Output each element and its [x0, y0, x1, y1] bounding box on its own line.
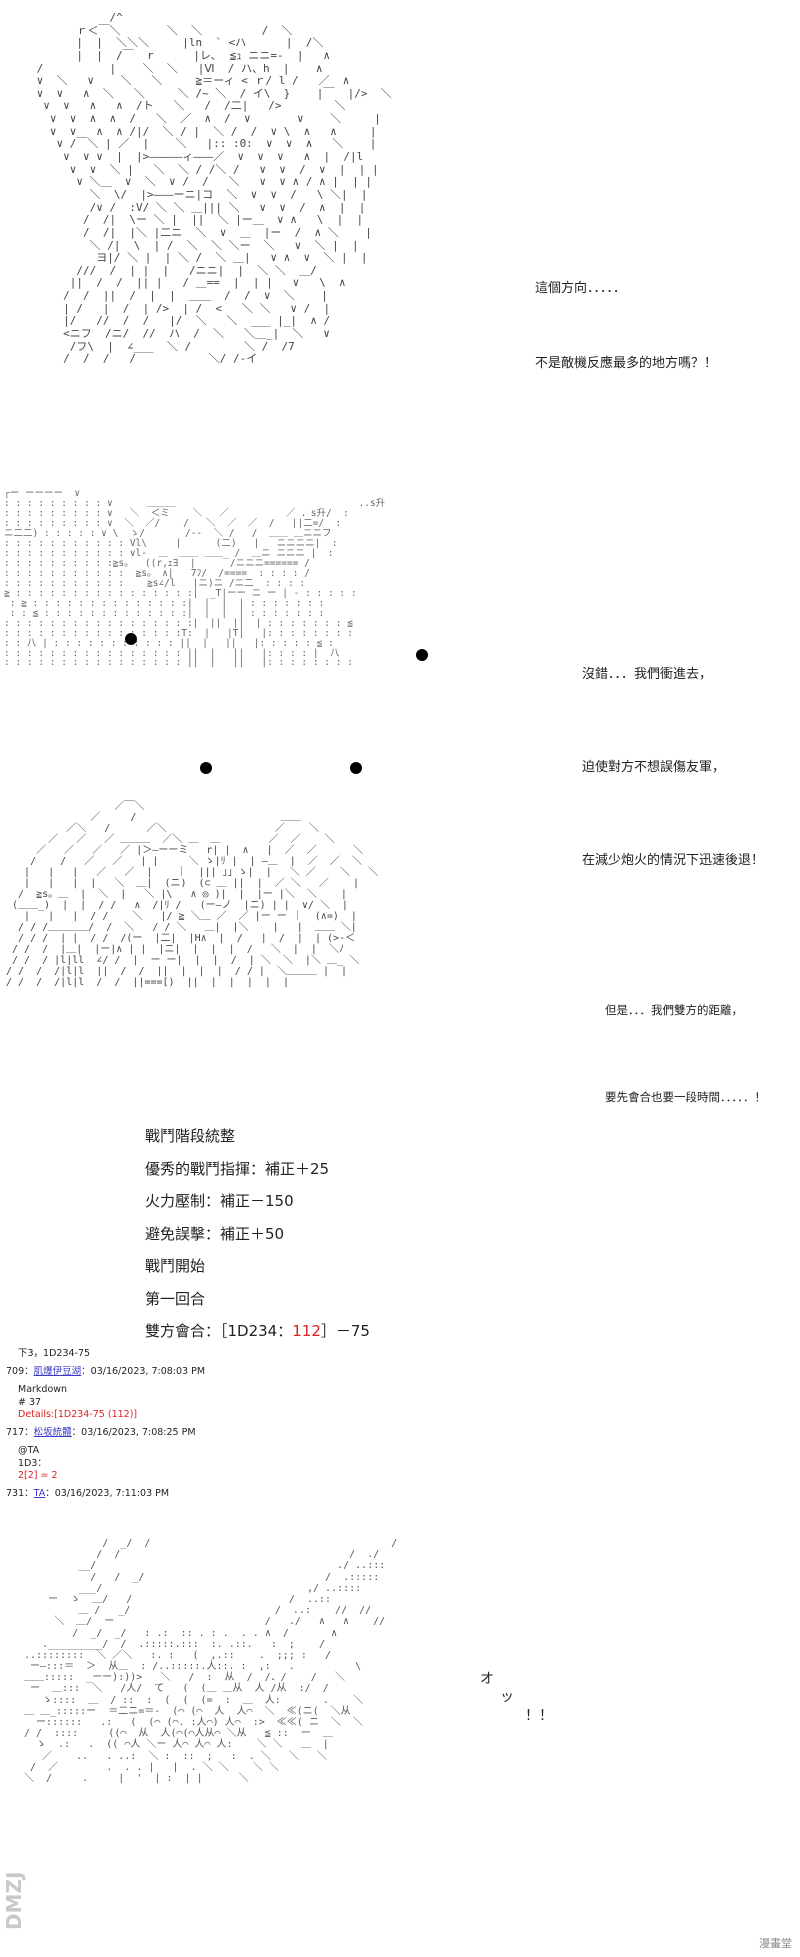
roll-prefix: 雙方會合：［1D234：: [145, 1322, 293, 1340]
post-709: 709：肌爆伊豆湖：03/16/2023, 7:08:03 PM Markdow…: [6, 1366, 205, 1422]
battle-line: 戰鬥開始: [145, 1257, 206, 1275]
black-dot: [350, 762, 362, 774]
post-text: Markdown: [18, 1384, 68, 1395]
thread-header: 下3，1D234-75: [18, 1348, 91, 1359]
post-717: 717：松坂統體：03/16/2023, 7:08:25 PM @TA 1D3：…: [6, 1427, 205, 1483]
battle-line: 避免誤擊：補正＋50: [145, 1224, 285, 1243]
panel-1-dialog: 這個方向．．．．． 不是敵機反應最多的地方嗎？！: [535, 226, 717, 426]
post-meta: 709：肌爆伊豆湖：03/16/2023, 7:08:03 PM: [6, 1366, 205, 1379]
panel-3-dialog: 但是．．．我們雙方的距離， 要先會合也要一段時間．．．．．！: [605, 938, 766, 1170]
battle-line: 第一回合: [145, 1289, 206, 1308]
roll-suffix: ］－75: [320, 1322, 370, 1340]
post-meta: 717：松坂統體：03/16/2023, 7:08:25 PM: [6, 1427, 205, 1440]
post-number: 731：: [6, 1487, 34, 1499]
post-number: 709：: [6, 1365, 34, 1377]
panel-3: ／￣＼ ／ / ＿＿ ／＼ / ／＼ ／ ＼ ／ ／ ／ ＿＿＿ ／＼ ＿ ＿ …: [0, 795, 800, 1110]
ascii-art-explosion: / _/ / / / / / ./ __/ ./ ..::: / / _/: [24, 1538, 398, 1784]
post-timestamp: ：03/16/2023, 7:11:03 PM: [45, 1487, 170, 1499]
ascii-art-mecha-2: ┌ー ーーーー ∨ : : : : : : : : : ∨ ＿＿＿ ..s升 :…: [4, 488, 386, 669]
dialog-line: 但是．．．我們雙方的距離，: [605, 1003, 743, 1017]
sfx-tsu: ッ: [500, 1689, 514, 1705]
battle-title: 戰鬥階段統整: [145, 1127, 236, 1145]
post-731: 731：TA：03/16/2023, 7:11:03 PM: [6, 1488, 205, 1501]
post-timestamp: ：03/16/2023, 7:08:25 PM: [71, 1426, 196, 1438]
black-dot: [125, 633, 137, 645]
post-text: @TA: [18, 1445, 40, 1456]
post-number: 717：: [6, 1426, 34, 1438]
post-username[interactable]: TA: [33, 1487, 46, 1499]
dialog-line: 這個方向．．．．．: [535, 281, 627, 296]
battle-line: 優秀的戰鬥指揮：補正＋25: [145, 1159, 330, 1178]
watermark-logo: DMZJ: [2, 1871, 26, 1930]
panel-1: /^ ｒ＜￣＼ ＼ ＼ / ＼ | | ＼＼＼ |ln ` <ハ | /＼ | …: [0, 0, 800, 470]
dialog-line: 不是敵機反應最多的地方嗎？！: [535, 356, 718, 371]
post-text: # 37: [18, 1396, 42, 1408]
dialog-line: 迫使對方不想誤傷友軍，: [582, 760, 726, 775]
battle-summary: 戰鬥階段統整 優秀的戰鬥指揮：補正＋25 火力壓制：補正－150 避免誤擊：補正…: [145, 1120, 370, 1348]
dice-result: 2[2] = 2: [18, 1470, 58, 1481]
post-username[interactable]: 肌爆伊豆湖: [33, 1365, 82, 1377]
dice-details: Details:[1D234-75 (112)]: [18, 1409, 138, 1420]
dice-roll-line: 雙方會合：［1D234：112］－75: [145, 1315, 370, 1348]
battle-line: 火力壓制：補正－150: [145, 1192, 294, 1210]
dialog-line: 沒錯．．．我們衝進去，: [582, 667, 713, 682]
roll-value: 112: [292, 1322, 321, 1340]
forum-thread: 下3，1D234-75 709：肌爆伊豆湖：03/16/2023, 7:08:0…: [6, 1348, 205, 1500]
post-text: 1D3：: [18, 1457, 47, 1469]
post-meta: 731：TA：03/16/2023, 7:11:03 PM: [6, 1488, 205, 1501]
dialog-line: 要先會合也要一段時間．．．．．！: [605, 1090, 766, 1104]
watermark-site: 漫畫堂: [759, 1937, 792, 1950]
black-dot: [200, 762, 212, 774]
sfx-exclaim: ！！: [525, 1708, 553, 1724]
ascii-art-mecha-3: ／￣＼ ／ / ＿＿ ／＼ / ／＼ ／ ＼ ／ ／ ／ ＿＿＿ ／＼ ＿ ＿ …: [6, 801, 378, 988]
dialog-line: 在減少炮火的情況下迅速後退！: [582, 853, 765, 868]
black-dot: [416, 649, 428, 661]
panel-4: / _/ / / / / / ./ __/ ./ ..::: / / _/: [0, 1530, 800, 1957]
post-timestamp: ：03/16/2023, 7:08:03 PM: [81, 1365, 206, 1377]
panel-2: ┌ー ーーーー ∨ : : : : : : : : : ∨ ＿＿＿ ..s升 :…: [0, 485, 800, 868]
post-username[interactable]: 松坂統體: [33, 1426, 72, 1438]
sfx-o: オ: [480, 1671, 494, 1687]
ascii-art-mecha-1: /^ ｒ＜￣＼ ＼ ＼ / ＼ | | ＼＼＼ |ln ` <ハ | /＼ | …: [36, 11, 392, 366]
panel-2-dialog: 沒錯．．．我們衝進去， 迫使對方不想誤傷友軍， 在減少炮火的情況下迅速後退！: [582, 597, 764, 938]
